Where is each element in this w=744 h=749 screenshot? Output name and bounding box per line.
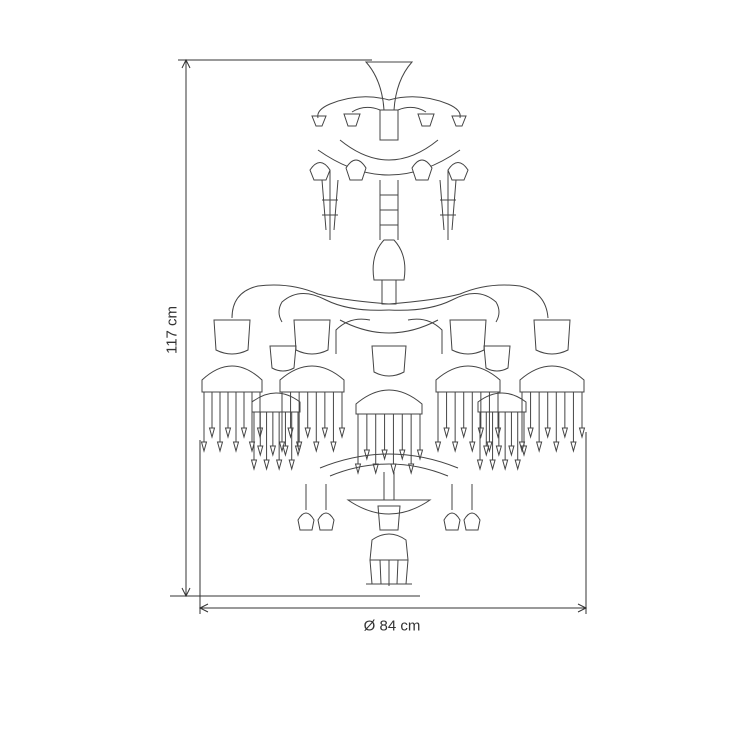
- crystal-drop: [257, 445, 264, 457]
- crystal-drop: [434, 441, 442, 453]
- crystal-drop: [313, 441, 320, 453]
- crystal-drop: [224, 427, 232, 439]
- crystal-drop: [275, 459, 283, 471]
- width-dimension-line: [198, 432, 588, 614]
- crystal-drop: [561, 427, 569, 439]
- crystal-drop: [544, 427, 551, 439]
- height-label: 117 cm: [163, 305, 181, 355]
- crystal-drop: [248, 441, 256, 453]
- crystal-drop: [520, 445, 528, 457]
- crystal-drop: [216, 441, 224, 453]
- crystal-drop: [321, 427, 329, 439]
- width-label: Ø 84 cm: [363, 617, 421, 635]
- crystal-drop: [354, 463, 362, 475]
- crystal-drop: [483, 445, 490, 457]
- crystal-drop: [232, 441, 240, 453]
- crystal-drop: [250, 459, 258, 471]
- crystal-drop: [330, 441, 337, 453]
- crystal-drop: [390, 463, 397, 475]
- height-dimension-line: [170, 58, 420, 598]
- crystal-drop: [508, 445, 515, 457]
- crystal-drop: [363, 449, 371, 461]
- crystal-drop: [288, 459, 295, 471]
- crystal-drop: [469, 441, 476, 453]
- crystal-drop: [451, 441, 459, 453]
- crystal-drop: [527, 427, 534, 439]
- crystal-drop: [514, 459, 521, 471]
- crystal-drop: [287, 427, 294, 439]
- crystal-drop: [200, 441, 208, 453]
- crystal-drop: [553, 441, 560, 453]
- chandelier-lower-section: [297, 453, 481, 586]
- crystal-drop: [282, 445, 289, 457]
- crystal-drop: [570, 441, 577, 453]
- crystal-drop: [372, 463, 379, 475]
- crystal-drop: [407, 463, 415, 475]
- crystal-drop: [263, 459, 270, 471]
- crystal-drop: [489, 459, 496, 471]
- crystal-drop: [460, 427, 467, 439]
- crystal-drop: [477, 427, 485, 439]
- crystal-drop: [476, 459, 484, 471]
- crystal-drop: [269, 445, 277, 457]
- crystal-drop: [495, 445, 503, 457]
- crystal-prisms: [200, 392, 586, 475]
- crystal-drop: [494, 427, 502, 439]
- crystal-drop: [338, 427, 346, 439]
- crystal-drop: [240, 427, 248, 439]
- crystal-drop: [501, 459, 509, 471]
- crystal-drop: [294, 445, 302, 457]
- crystal-drop: [578, 427, 586, 439]
- crystal-drop: [208, 427, 216, 439]
- crystal-drop: [304, 427, 311, 439]
- chandelier-body: [201, 61, 585, 415]
- crystal-drop: [416, 449, 424, 461]
- crystal-drop: [535, 441, 543, 453]
- crystal-drop: [443, 427, 450, 439]
